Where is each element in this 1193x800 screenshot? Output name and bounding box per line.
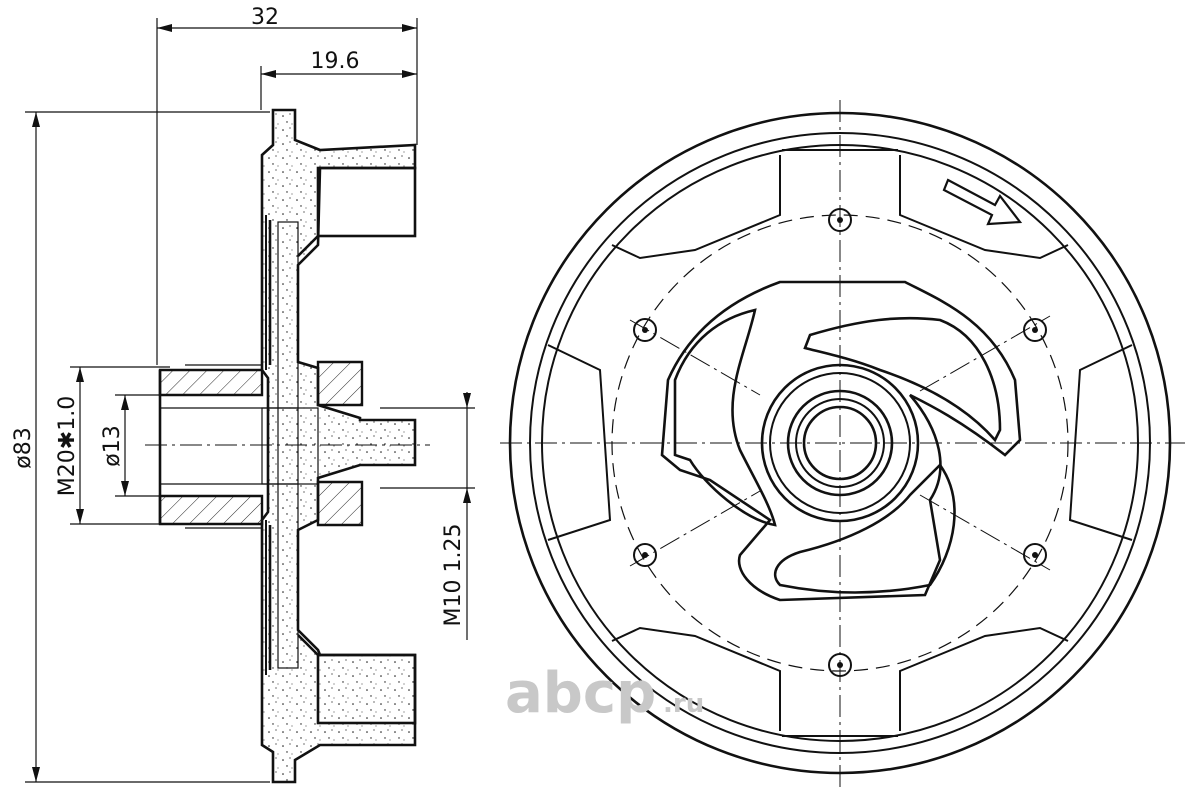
bore-diameter-dim: ø13 bbox=[100, 425, 125, 466]
outer-diameter-dim: ø83 bbox=[11, 427, 36, 468]
friction-segments bbox=[547, 149, 1133, 737]
flange-length-dim: 19.6 bbox=[311, 49, 360, 74]
overall-length-dim: 32 bbox=[251, 5, 279, 30]
spring-plate bbox=[660, 280, 1022, 602]
svg-text:abcp: abcp bbox=[505, 661, 656, 726]
thread-main-dim: M20✱1.0 bbox=[55, 396, 80, 496]
front-view bbox=[500, 100, 1185, 790]
side-section-view: 32 19.6 ø83 M20✱1.0 ø13 M10 1.25 bbox=[11, 5, 475, 784]
threaded-boss-section bbox=[158, 368, 264, 397]
rotation-arrow-icon bbox=[942, 178, 1023, 226]
hub-flange-outline bbox=[260, 108, 417, 784]
thread-bolt-dim: M10 1.25 bbox=[441, 524, 466, 627]
watermark-logo: abcp .ru bbox=[505, 661, 704, 726]
svg-text:.ru: .ru bbox=[663, 689, 704, 719]
